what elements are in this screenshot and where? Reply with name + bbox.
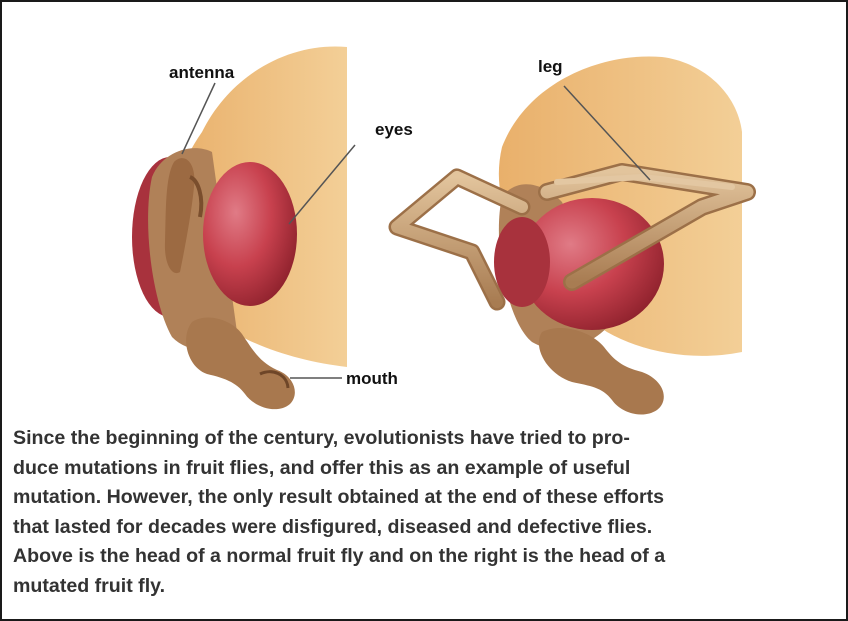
caption-line: Since the beginning of the century, evol… bbox=[13, 424, 843, 454]
leg-label: leg bbox=[538, 57, 563, 76]
caption-line: that lasted for decades were disfigured,… bbox=[13, 513, 843, 543]
caption-line: duce mutations in fruit flies, and offer… bbox=[13, 454, 843, 484]
normal-fly-eye bbox=[203, 162, 297, 306]
mutated-fly-head bbox=[397, 56, 747, 414]
fruit-fly-illustration: antenna eyes mouth leg bbox=[2, 2, 848, 422]
caption-line: mutated fruit fly. bbox=[13, 572, 843, 602]
figure-caption: Since the beginning of the century, evol… bbox=[13, 424, 843, 601]
caption-line: mutation. However, the only result obtai… bbox=[13, 483, 843, 513]
antenna-label: antenna bbox=[169, 63, 235, 82]
eyes-label: eyes bbox=[375, 120, 413, 139]
mouth-label: mouth bbox=[346, 369, 398, 388]
caption-line: Above is the head of a normal fruit fly … bbox=[13, 542, 843, 572]
normal-fly-head bbox=[132, 46, 347, 409]
